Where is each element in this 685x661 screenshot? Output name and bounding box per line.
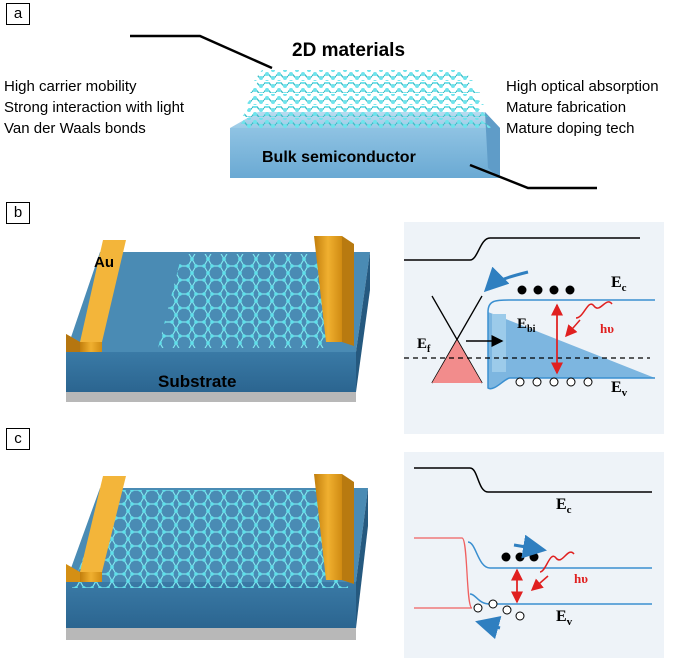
left-property-1: High carrier mobility: [4, 78, 137, 95]
leader-line-2d: [130, 34, 273, 70]
au-label: Au: [94, 254, 114, 271]
left-property-3: Van der Waals bonds: [4, 120, 146, 137]
au-electrode-left-c: [66, 476, 126, 582]
panel-label-a: a: [6, 3, 30, 25]
ef-label-b: Ef: [417, 336, 431, 355]
band-diagram-c: [404, 452, 664, 658]
2d-material-layers: [238, 70, 492, 128]
ev-label-c: Ev: [556, 608, 573, 629]
left-property-2: Strong interaction with light: [4, 99, 185, 116]
bulk-semiconductor-label: Bulk semiconductor: [262, 149, 416, 166]
graphene-lattice-b: [158, 254, 338, 348]
photon-label-b: hυ: [600, 321, 614, 336]
au-electrode-right-c: [314, 474, 354, 584]
ec-label-c: Ec: [556, 496, 572, 517]
title-2d-materials: 2D materials: [292, 40, 406, 61]
au-electrode-left: [66, 240, 126, 352]
photon-label-c: hυ: [574, 571, 588, 586]
substrate-label: Substrate: [158, 372, 237, 391]
right-property-2: Mature fabrication: [506, 99, 627, 116]
band-diagram-b: [404, 222, 664, 434]
right-property-3: Mature doping tech: [506, 120, 635, 137]
panel-label-b: b: [6, 202, 30, 224]
graphene-lattice-c: [72, 490, 352, 588]
device-b: [66, 236, 370, 402]
device-c: [66, 474, 368, 640]
au-electrode-right: [314, 236, 354, 346]
panel-label-c: c: [6, 428, 30, 450]
leader-line-bulk: [469, 163, 597, 190]
ec-label-b: Ec: [611, 274, 627, 295]
right-property-1: High optical absorption: [506, 78, 659, 95]
ebi-label-b: Ebi: [517, 316, 536, 335]
ev-label-b: Ev: [611, 379, 628, 400]
